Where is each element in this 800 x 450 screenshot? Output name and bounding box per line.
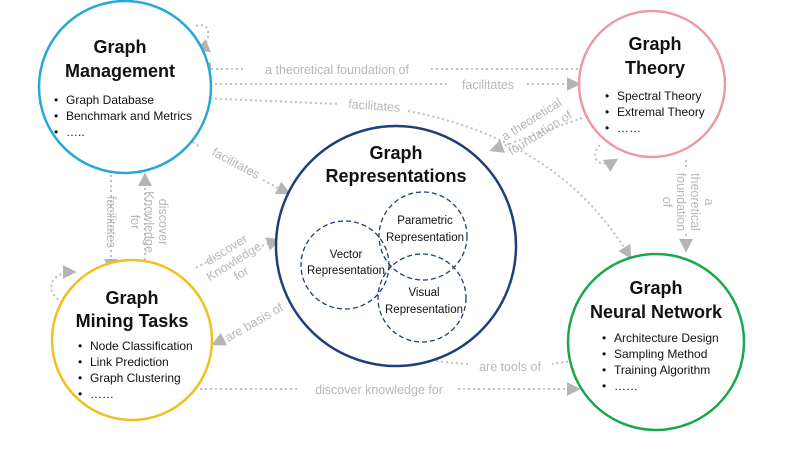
subnode-parametric-circle: [378, 191, 468, 281]
node-graph-theory-circle: [577, 9, 727, 159]
node-graph-representations-circle: [274, 124, 518, 368]
edge-label-gnn-to-representations: are tools of: [479, 360, 541, 374]
node-graph-representations-title-line1: Graph: [369, 143, 422, 163]
node-graph-mining-tasks-bullet-1: •: [78, 339, 82, 353]
subnode-vector-label-line1: Vector: [330, 249, 363, 261]
node-graph-neural-network-item-1: Architecture Design: [614, 331, 719, 345]
node-graph-management-bullet-3: •: [54, 125, 58, 139]
edge-label-theory-to-gnn-line2: theoretical: [688, 173, 702, 231]
node-graph-neural-network-circle: [566, 252, 746, 432]
node-graph-mining-tasks-bullet-2: •: [78, 355, 82, 369]
edge-label-theory-to-gnn: a theoretical foundation of: [660, 173, 716, 231]
node-graph-theory-item-2: Extremal Theory: [617, 105, 705, 119]
edge-mining-to-representations: [195, 240, 278, 269]
node-graph-mining-tasks-item-2: Link Prediction: [90, 355, 169, 369]
edge-label-theory-to-representations: a theoretical foundation of: [499, 96, 575, 159]
subnode-vector-circle: [300, 220, 390, 310]
subnode-visual-label-line2: Representation: [385, 304, 463, 316]
node-graph-management-bullet-1: •: [54, 93, 58, 107]
node-graph-mining-tasks-title-line2: Mining Tasks: [76, 311, 189, 331]
node-graph-neural-network-bullet-3: •: [602, 363, 606, 377]
node-graph-mining-tasks-item-3: Graph Clustering: [90, 371, 181, 385]
node-graph-neural-network-bullet-4: •: [602, 379, 606, 393]
subnode-visual-circle: [377, 253, 467, 343]
node-graph-management-item-3: …..: [66, 125, 85, 139]
node-graph-mining-tasks-title-line1: Graph: [105, 288, 158, 308]
node-graph-management[interactable]: Graph Management • Graph Database • Benc…: [37, 0, 213, 175]
edge-label-theory-to-gnn-line1: a: [702, 199, 716, 206]
node-graph-theory-bullet-2: •: [605, 105, 609, 119]
node-graph-neural-network-item-2: Sampling Method: [614, 347, 707, 361]
edge-label-mining-to-management-line3: for: [128, 215, 142, 230]
edge-label-mining-to-management-line2: Knowledge: [142, 191, 156, 253]
node-graph-theory-item-1: Spectral Theory: [617, 89, 702, 103]
node-graph-management-title-line1: Graph: [93, 37, 146, 57]
node-graph-neural-network[interactable]: Graph Neural Network • Architecture Desi…: [566, 252, 746, 432]
node-graph-representations[interactable]: Graph Representations Parametric Represe…: [274, 124, 518, 368]
edge-label-theory-to-gnn-line4: of: [660, 197, 674, 208]
self-loop-theory: [594, 144, 619, 172]
edge-label-representations-to-mining: are basis of: [223, 300, 286, 345]
edge-label-management-to-gnn: facilitates: [348, 97, 401, 115]
subnode-visual-label-line1: Visual: [408, 287, 439, 299]
edge-label-mining-to-representations: discover Knowledge for: [203, 231, 264, 284]
node-graph-mining-tasks-bullet-3: •: [78, 371, 82, 385]
subnode-parametric-label-line1: Parametric: [397, 215, 453, 227]
node-graph-theory-bullet-3: •: [605, 121, 609, 135]
subnode-vector-label-line2: Representation: [307, 265, 385, 277]
node-graph-management-item-1: Graph Database: [66, 93, 154, 107]
edge-label-mining-to-management-line1: discover: [156, 199, 170, 246]
edge-label-theory-to-gnn-line3: foundation: [674, 173, 688, 231]
node-graph-neural-network-bullet-1: •: [602, 331, 606, 345]
node-graph-mining-tasks-item-1: Node Classification: [90, 339, 193, 353]
node-graph-management-bullet-2: •: [54, 109, 58, 123]
subnode-parametric-label-line2: Representation: [386, 232, 464, 244]
node-graph-management-item-2: Benchmark and Metrics: [66, 109, 192, 123]
self-loop-mining: [50, 265, 77, 306]
edge-label-mining-to-representations-line3: for: [231, 264, 251, 284]
node-graph-theory-item-3: ……: [617, 121, 641, 135]
node-graph-neural-network-bullet-2: •: [602, 347, 606, 361]
edge-management-to-gnn: [199, 97, 630, 257]
node-graph-neural-network-title-line1: Graph: [629, 278, 682, 298]
edge-label-mining-to-gnn: discover knowledge for: [315, 383, 443, 397]
edge-theory-to-representations: [489, 117, 583, 153]
node-graph-mining-tasks-circle: [50, 258, 214, 422]
edge-label-management-to-theory: facilitates: [462, 78, 514, 92]
node-graph-management-circle: [37, 0, 213, 175]
node-graph-representations-title-line2: Representations: [325, 166, 466, 186]
edge-label-management-to-mining: facilitates: [104, 196, 118, 248]
node-graph-neural-network-item-3: Training Algorithm: [614, 363, 710, 377]
node-graph-mining-tasks-item-4: ……: [90, 387, 114, 401]
node-graph-mining-tasks-bullet-4: •: [78, 387, 82, 401]
edge-label-mining-to-management: discover Knowledge for: [128, 191, 170, 253]
node-graph-mining-tasks[interactable]: Graph Mining Tasks • Node Classification…: [50, 258, 214, 422]
node-graph-theory-bullet-1: •: [605, 89, 609, 103]
node-graph-theory[interactable]: Graph Theory • Spectral Theory • Extrema…: [577, 9, 727, 159]
node-graph-theory-title-line1: Graph: [628, 34, 681, 54]
node-graph-neural-network-title-line2: Neural Network: [590, 302, 723, 322]
node-graph-theory-title-line2: Theory: [625, 58, 685, 78]
node-graph-neural-network-item-4: ……: [614, 379, 638, 393]
node-graph-management-title-line2: Management: [65, 61, 175, 81]
edge-management-to-representations-part2: [262, 179, 291, 195]
edge-label-theory-to-management: a theoretical foundation of: [265, 63, 409, 77]
edge-label-management-to-representations: facilitates: [210, 145, 263, 182]
